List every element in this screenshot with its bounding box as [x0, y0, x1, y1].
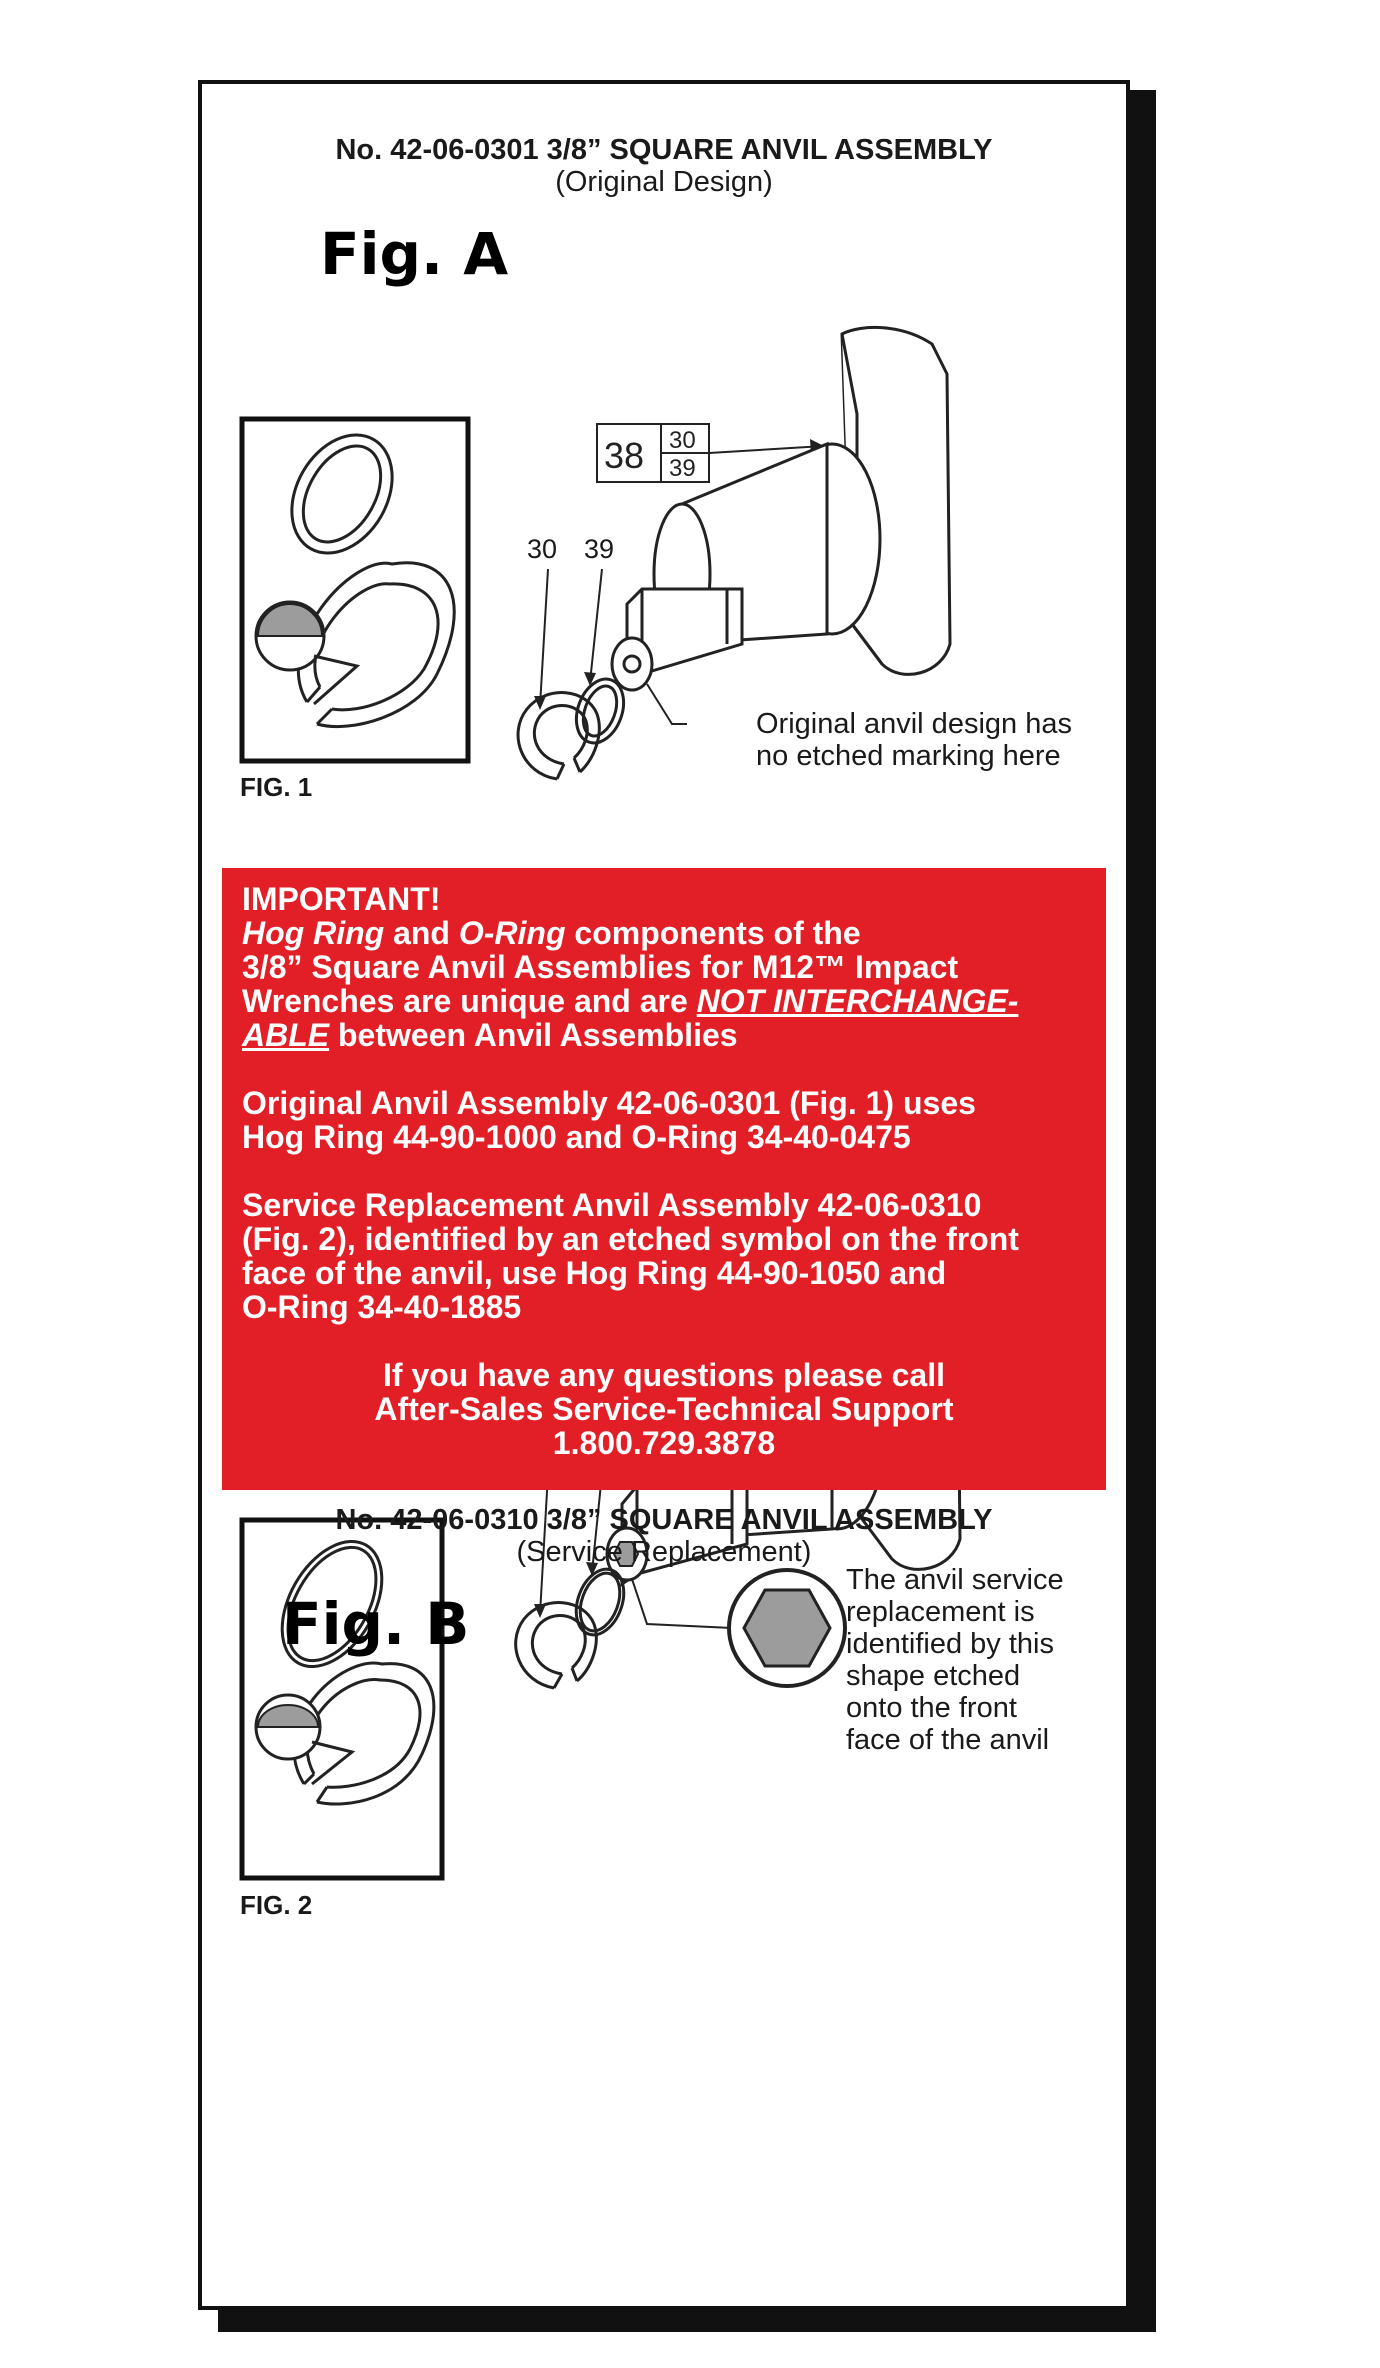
callout-b-line-1: The anvil service [846, 1564, 1064, 1596]
hog-ring-service-cross-section-icon [254, 1693, 356, 1786]
ref-box-38-icon [596, 423, 825, 483]
important-heading: IMPORTANT! [242, 881, 441, 917]
o-ring-icon [290, 433, 394, 555]
callout-leader [646, 683, 687, 725]
fig-b-label: Fig. B [282, 1590, 470, 1658]
important-p3-line3: face of the anvil, use Hog Ring 44-90-10… [242, 1255, 947, 1291]
callout-b-line-2: replacement is [846, 1596, 1035, 1628]
important-p1-line2: 3/8” Square Anvil Assemblies for M12™ Im… [242, 949, 959, 985]
hexagon-mark-icon [742, 1588, 832, 1668]
callout-b-line-3: identified by this [846, 1628, 1054, 1660]
leader-39 [589, 568, 603, 683]
fig-b-callout: The anvil service replacement is identif… [846, 1564, 1064, 1756]
ref-30: 30 [669, 427, 696, 454]
anvil-drawing-icon [610, 325, 952, 692]
contact-line-2: After-Sales Service-Technical Support [374, 1391, 954, 1427]
callout-b-line-5: onto the front [846, 1692, 1017, 1724]
ref-39: 39 [669, 455, 696, 482]
fig-a-subtitle: (Original Design) [555, 166, 773, 198]
part-39-o-ring-icon [574, 677, 626, 745]
fig-2-caption: FIG. 2 [240, 1890, 313, 1920]
important-p2-line2: Hog Ring 44-90-1000 and O-Ring 34-40-047… [242, 1119, 911, 1155]
leader-30 [539, 568, 549, 707]
part-number-30: 30 [527, 534, 557, 564]
contact-line-1: If you have any questions please call [383, 1357, 945, 1393]
fig-b-subtitle: (Service Replacement) [516, 1536, 812, 1568]
o-ring-service-icon [280, 1539, 384, 1669]
callout-b-line-6: face of the anvil [846, 1724, 1050, 1756]
part-30-service-hog-ring-icon [514, 1601, 598, 1690]
fig-1-inset-frame [239, 416, 471, 764]
important-notice: IMPORTANT! Hog Ring and O-Ring component… [222, 868, 1106, 1490]
important-p1-line3: Wrenches are unique and are NOT INTERCHA… [242, 983, 1019, 1019]
ref-38: 38 [604, 435, 644, 476]
fig-a-title: No. 42-06-0301 3/8” SQUARE ANVIL ASSEMBL… [335, 134, 993, 166]
fig-b-title: No. 42-06-0310 3/8” SQUARE ANVIL ASSEMBL… [335, 1504, 993, 1536]
callout-line-2: no etched marking here [756, 740, 1061, 772]
important-p3-line2: (Fig. 2), identified by an etched symbol… [242, 1221, 1019, 1257]
leader-39-b [591, 1473, 603, 1573]
instruction-panel: No. 42-06-0301 3/8” SQUARE ANVIL ASSEMBL… [198, 80, 1130, 2310]
important-p3-line1: Service Replacement Anvil Assembly 42-06… [242, 1187, 982, 1223]
callout-line-1: Original anvil design has [756, 708, 1072, 740]
important-p1-line4: ABLE between Anvil Assemblies [242, 1017, 738, 1053]
callout-b-line-4: shape etched [846, 1660, 1021, 1692]
important-p3-line4: O-Ring 34-40-1885 [242, 1289, 522, 1325]
fig-1-caption: FIG. 1 [240, 772, 313, 802]
hog-ring-cross-section-icon [254, 600, 361, 706]
part-number-39: 39 [584, 534, 614, 564]
leader-30-b [539, 1473, 549, 1615]
contact-phone: 1.800.729.3878 [552, 1425, 776, 1461]
important-p1-line1: Hog Ring and O-Ring components of the [242, 915, 861, 951]
part-39-service-o-ring-icon [574, 1567, 626, 1637]
hex-callout-leader [631, 1578, 733, 1629]
fig-a-label: Fig. A [320, 220, 509, 288]
important-p2-line1: Original Anvil Assembly 42-06-0301 (Fig.… [242, 1085, 976, 1121]
fig-a-callout: Original anvil design has no etched mark… [756, 708, 1072, 772]
